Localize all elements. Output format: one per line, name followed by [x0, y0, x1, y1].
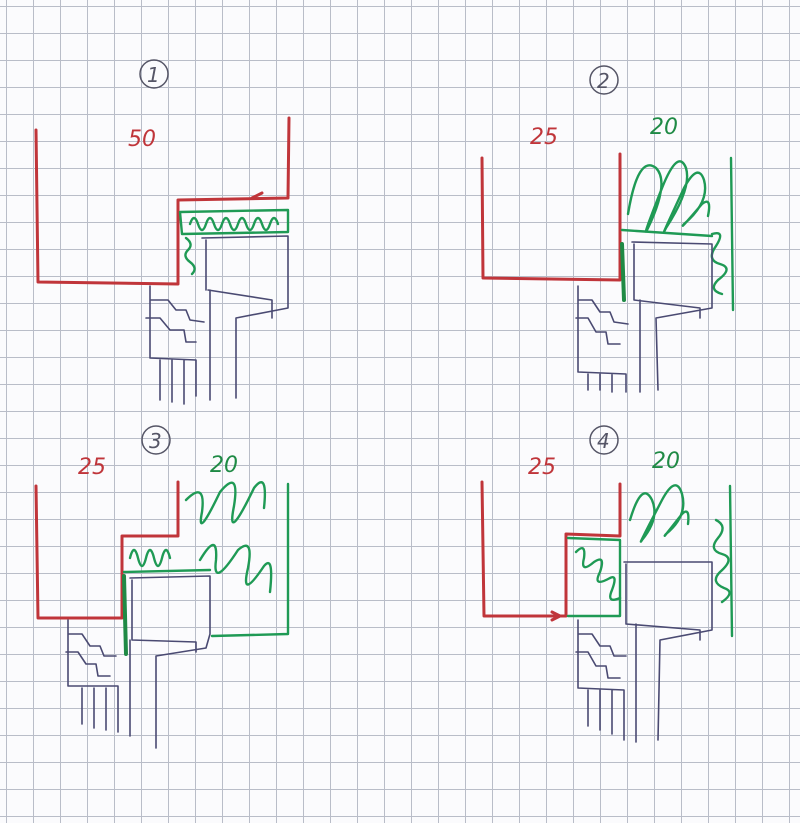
sketch-number-circle [589, 425, 619, 455]
sketch-2: 2 25 20 [480, 65, 735, 393]
sketch-number: 2 [597, 69, 610, 93]
green-insulation-hatch [184, 216, 280, 276]
blue-frame-profile [145, 235, 289, 405]
green-seal-strip [620, 242, 626, 302]
red-tick [250, 191, 264, 200]
green-dimension-label: 20 [210, 453, 238, 478]
green-insulation [566, 484, 734, 638]
green-insulation-hatch [574, 484, 731, 604]
green-seal-strip [122, 574, 128, 656]
sketch-number: 1 [147, 63, 160, 87]
green-dimension-label: 20 [652, 449, 680, 474]
sketch-4: 4 25 20 [480, 425, 734, 743]
sketch-1: 1 50 [34, 59, 291, 405]
red-dimension-label: 25 [78, 455, 106, 480]
red-channel-profile [34, 116, 291, 286]
green-dimension-label: 20 [650, 115, 678, 140]
green-insulation-hatch [626, 160, 728, 296]
red-channel-profile [34, 480, 180, 620]
blue-frame-profile [575, 561, 713, 743]
blue-frame-profile [575, 241, 713, 393]
red-channel-profile [480, 480, 622, 618]
red-dimension-label: 25 [530, 125, 558, 150]
sketch-number-circle [139, 59, 169, 89]
green-insulation [122, 482, 290, 638]
sketch-number: 4 [597, 429, 610, 453]
sketch-number-circle [141, 425, 171, 455]
red-dimension-label: 50 [128, 127, 156, 152]
sketch-number-circle [589, 65, 619, 95]
red-channel-profile [480, 152, 622, 282]
green-insulation [620, 156, 735, 312]
sketch-number: 3 [149, 429, 162, 453]
blue-frame-profile [65, 575, 211, 749]
sketch-3: 3 25 20 [34, 425, 290, 749]
red-dimension-label: 25 [528, 455, 556, 480]
red-arrow [550, 610, 562, 622]
green-insulation [178, 208, 290, 236]
green-insulation-hatch [128, 481, 273, 594]
